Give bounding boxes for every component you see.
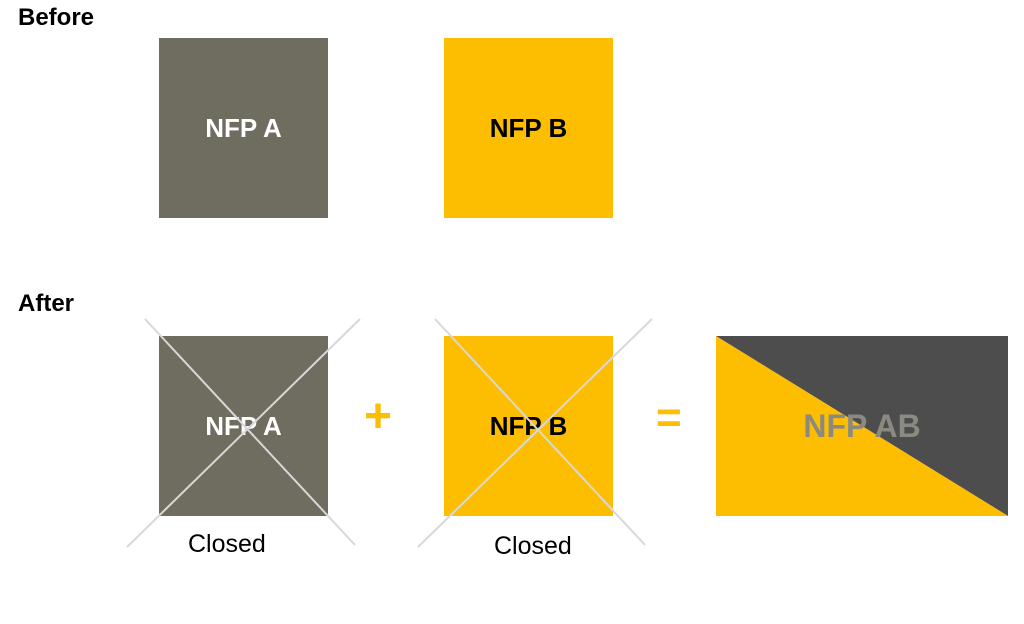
after-nfp-b-box: NFP B: [444, 336, 613, 516]
merged-nfp-ab-box: NFP AB: [716, 336, 1008, 516]
before-nfp-a-label: NFP A: [205, 112, 282, 143]
plus-operator: +: [364, 390, 393, 443]
equals-operator: =: [656, 393, 682, 442]
before-nfp-b-label: NFP B: [489, 112, 568, 143]
after-nfp-a-label: NFP A: [205, 410, 282, 441]
after-heading: After: [18, 290, 75, 317]
after-nfp-a-box: NFP A: [159, 336, 328, 516]
merged-nfp-ab-label: NFP AB: [803, 407, 921, 444]
before-nfp-a-box: NFP A: [159, 38, 328, 218]
before-heading: Before: [18, 4, 95, 31]
before-nfp-b-box: NFP B: [444, 38, 613, 218]
after-nfp-b-status: Closed: [494, 532, 572, 560]
merged-split-shape: [716, 336, 1008, 516]
after-nfp-a-status: Closed: [188, 530, 266, 558]
after-nfp-b-label: NFP B: [489, 410, 568, 441]
